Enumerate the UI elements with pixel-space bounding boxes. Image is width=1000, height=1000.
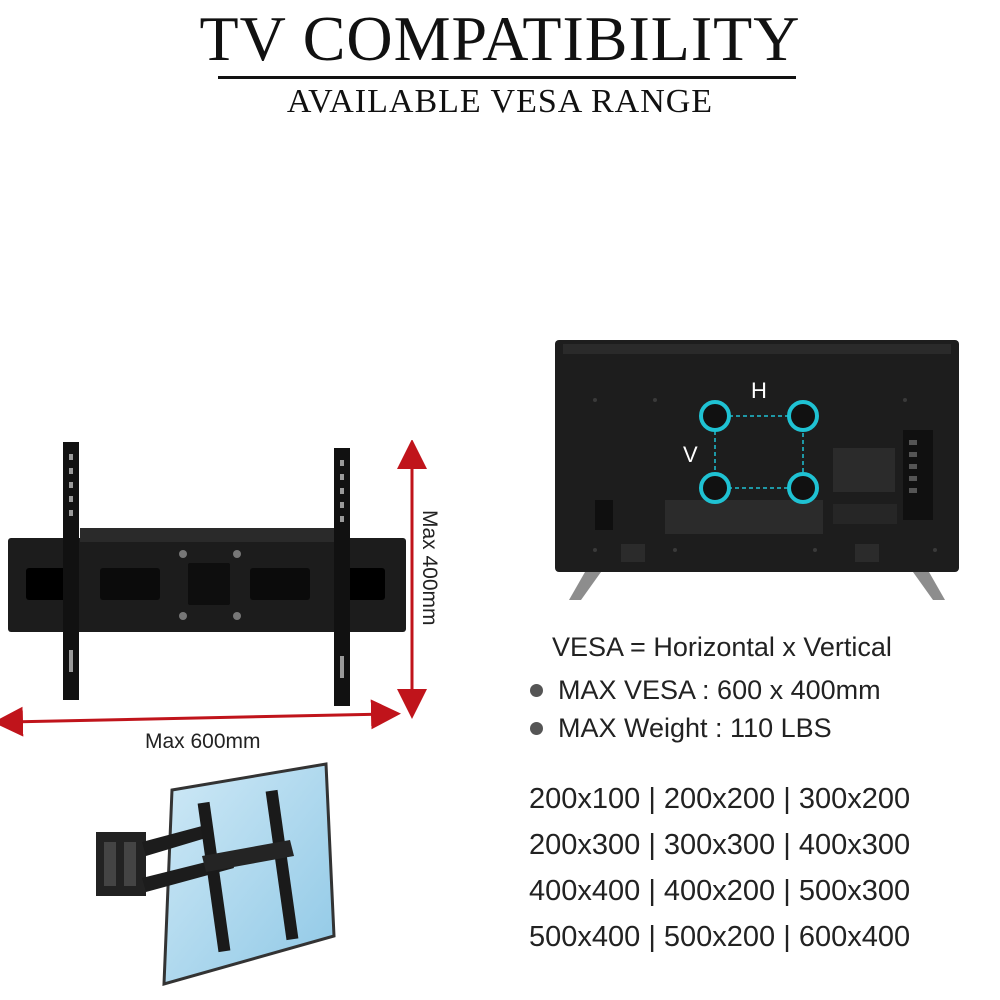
title-underline (218, 76, 796, 79)
vesa-h-label: H (751, 378, 767, 403)
bullet-dot (530, 684, 543, 697)
width-dimension-arrow (0, 699, 401, 737)
vesa-pattern-outline (714, 415, 804, 489)
right-vertical-rail (334, 448, 350, 706)
arm-wall-plate (96, 832, 146, 896)
spec-max-weight: MAX Weight : 110 LBS (530, 713, 832, 744)
vesa-size-row: 200x300 | 300x300 | 400x300 (529, 829, 911, 861)
wall-mount-front-illustration (0, 440, 427, 737)
page-title: TV COMPATIBILITY (199, 3, 801, 74)
vesa-hole-top-right (787, 400, 819, 432)
spec-max-vesa: MAX VESA : 600 x 400mm (530, 675, 881, 706)
vesa-v-label: V (683, 442, 698, 467)
tv-foot-right (913, 572, 945, 600)
vesa-size-row: 500x400 | 500x200 | 600x400 (529, 921, 911, 953)
arm-segment-upper (142, 826, 206, 856)
vesa-equation: VESA = Horizontal x Vertical (552, 632, 892, 662)
vent-grille (665, 500, 823, 534)
left-vertical-rail (63, 442, 79, 700)
tv-foot-left (569, 572, 601, 600)
io-ports-panel (903, 430, 933, 520)
max-height-label: Max 400mm (418, 510, 441, 626)
page-subtitle: AVAILABLE VESA RANGE (286, 83, 714, 120)
vesa-hole-top-left (699, 400, 731, 432)
vesa-size-list: 200x100 | 200x200 | 300x200 200x300 | 30… (529, 782, 910, 966)
vesa-hole-bottom-left (699, 472, 731, 504)
arm-rail-right (265, 789, 299, 941)
max-width-label: Max 600mm (145, 730, 261, 753)
tv-back-illustration: H V (555, 340, 959, 600)
vesa-hole-bottom-right (787, 472, 819, 504)
vesa-size-row: 400x400 | 400x200 | 500x300 (529, 875, 911, 907)
arm-top-edge (80, 528, 350, 542)
tv-back-panel (555, 340, 959, 572)
arm-rail-left (197, 801, 231, 953)
bullet-dot (530, 722, 543, 735)
vesa-size-row: 200x100 | 200x200 | 300x200 (529, 783, 911, 815)
articulating-arm-illustration (96, 762, 336, 987)
